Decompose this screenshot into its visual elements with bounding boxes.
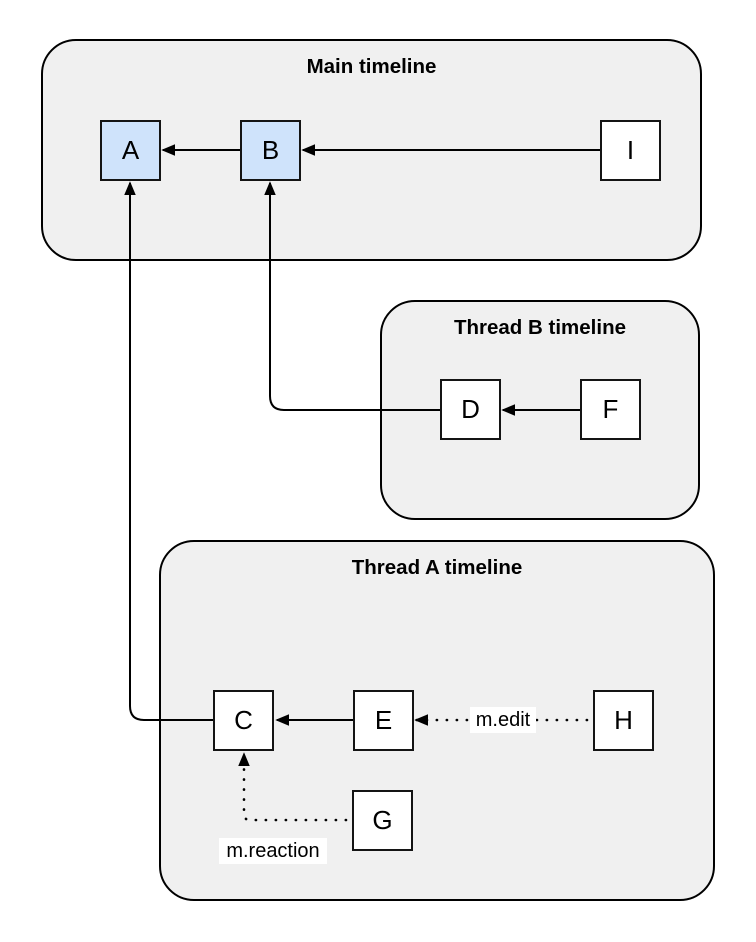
group-title-main-timeline: Main timeline	[306, 55, 437, 78]
event-node-f-label: F	[602, 394, 619, 424]
group-title-thread-b-timeline: Thread B timeline	[453, 316, 626, 339]
event-node-i-label: I	[626, 135, 635, 165]
event-node-g-label: G	[372, 805, 393, 835]
event-node-b: B	[240, 120, 301, 181]
group-title-thread-a-timeline: Thread A timeline	[351, 556, 523, 579]
event-node-a: A	[100, 120, 161, 181]
edge-g-to-c-dotted-arrow	[244, 754, 358, 822]
event-node-h: H	[593, 690, 654, 751]
edge-label-m-reaction: m.reaction	[219, 838, 327, 864]
event-node-d-label: D	[461, 394, 480, 424]
event-node-f: F	[580, 379, 641, 440]
edge-d-to-b-arrow	[270, 183, 444, 411]
event-node-a-label: A	[121, 135, 140, 165]
event-node-d: D	[440, 379, 501, 440]
event-node-c-label: C	[234, 705, 253, 735]
event-node-e-label: E	[374, 705, 393, 735]
edge-c-to-a-arrow	[130, 183, 216, 721]
edge-label-m-edit: m.edit	[470, 707, 536, 733]
event-node-g: G	[352, 790, 413, 851]
event-node-i: I	[600, 120, 661, 181]
event-node-h-label: H	[614, 705, 633, 735]
event-node-e: E	[353, 690, 414, 751]
event-node-b-label: B	[261, 135, 280, 165]
event-node-c: C	[213, 690, 274, 751]
